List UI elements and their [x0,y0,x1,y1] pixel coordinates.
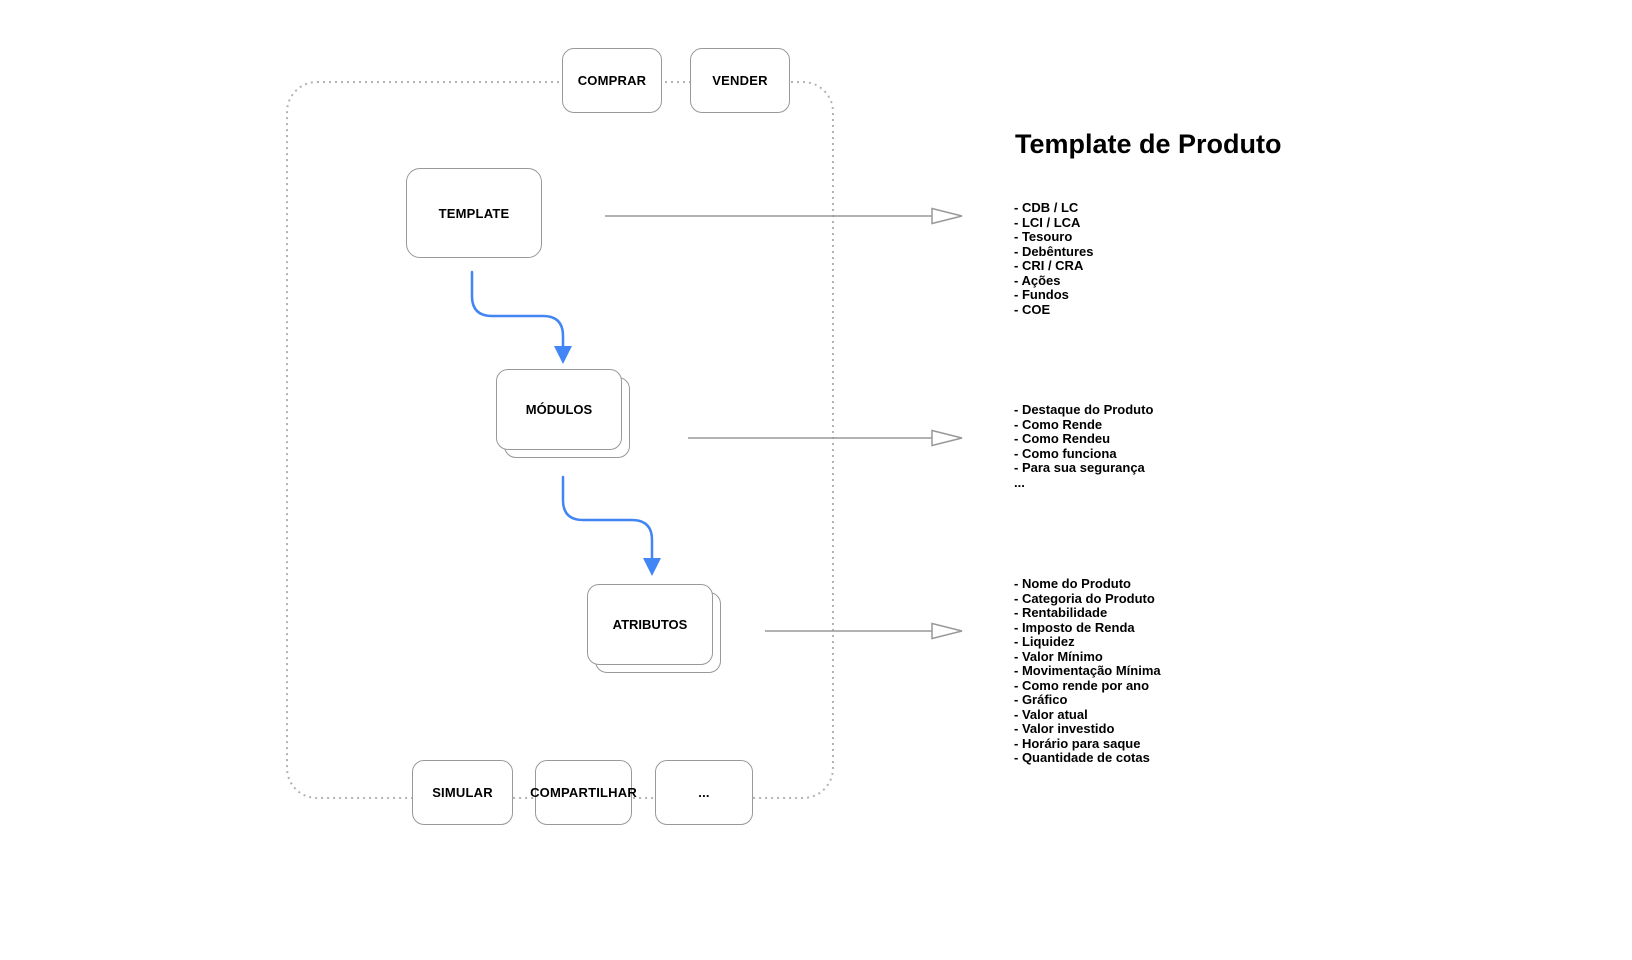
list-line: - Como Rendeu [1014,431,1111,446]
list-line: - Valor Mínimo [1014,648,1103,664]
arrow-template-to-list [605,207,963,225]
list-line: ... [1014,474,1025,490]
list-line: - Fundos [1014,287,1069,302]
list-line: - Liquidez [1014,634,1075,649]
list-line: - Para sua segurança [1014,460,1145,475]
node-vender-label: VENDER [712,73,768,88]
node-comprar: COMPRAR [562,48,662,113]
list-line: - COE [1014,301,1051,317]
list-line: - Horário para saque [1014,735,1141,751]
list-line: - Imposto de Renda [1014,619,1135,635]
list-line: - Valor investido [1014,721,1115,736]
node-modulos-label: MÓDULOS [525,402,593,417]
node-atributos-card: ATRIBUTOS [587,584,713,665]
node-template-label: TEMPLATE [438,205,510,221]
modulos-items-list: - Destaque do Produto- Como Rende- Como … [1014,402,1154,490]
node-atributos: ATRIBUTOS [587,584,721,673]
list-line: - Ações [1014,272,1061,288]
node-atributos-label: ATRIBUTOS [612,617,688,632]
node-simular-label: SIMULAR [432,785,493,800]
node-template: TEMPLATE [406,168,542,258]
list-line: - Como funciona [1014,445,1117,461]
node-more-label: ... [698,785,710,800]
list-line: - Como rende por ano [1014,677,1150,693]
node-modulos: MÓDULOS [496,369,630,458]
arrow-atributos-to-list [765,622,963,640]
list-line: - Rentabilidade [1014,605,1108,620]
arrow-modulos-to-atributos [561,475,661,576]
list-line: - Movimentação Mínima [1014,663,1161,678]
node-simular: SIMULAR [412,760,513,825]
node-more: ... [655,760,753,825]
arrow-modulos-to-list [688,429,963,447]
list-line: - Categoria do Produto [1014,590,1155,606]
list-line: - CDB / LC [1014,200,1079,215]
node-modulos-card: MÓDULOS [496,369,622,450]
node-comprar-label: COMPRAR [577,73,647,88]
list-line: - LCI / LCA [1014,214,1081,230]
list-line: - Gráfico [1014,692,1068,707]
list-line: - CRI / CRA [1014,258,1084,273]
list-line: - Quantidade de cotas [1014,750,1150,765]
template-items-list: - CDB / LC- LCI / LCA- Tesouro- Debêntur… [1014,200,1094,317]
list-line: - Debêntures [1014,243,1094,259]
list-line: - Destaque do Produto [1014,402,1154,417]
node-compartilhar-label: COMPARTILHAR [530,785,637,800]
node-compartilhar: COMPARTILHAR [530,760,637,825]
list-line: - Nome do Produto [1014,576,1131,591]
node-vender: VENDER [690,48,790,113]
side-panel-title: Template de Produto [1015,129,1282,159]
list-line: - Como Rende [1014,416,1103,432]
arrow-template-to-modulos [470,270,572,364]
list-line: - Tesouro [1014,229,1073,244]
atributos-items-list: - Nome do Produto- Categoria do Produto-… [1014,576,1161,766]
list-line: - Valor atual [1014,706,1088,722]
